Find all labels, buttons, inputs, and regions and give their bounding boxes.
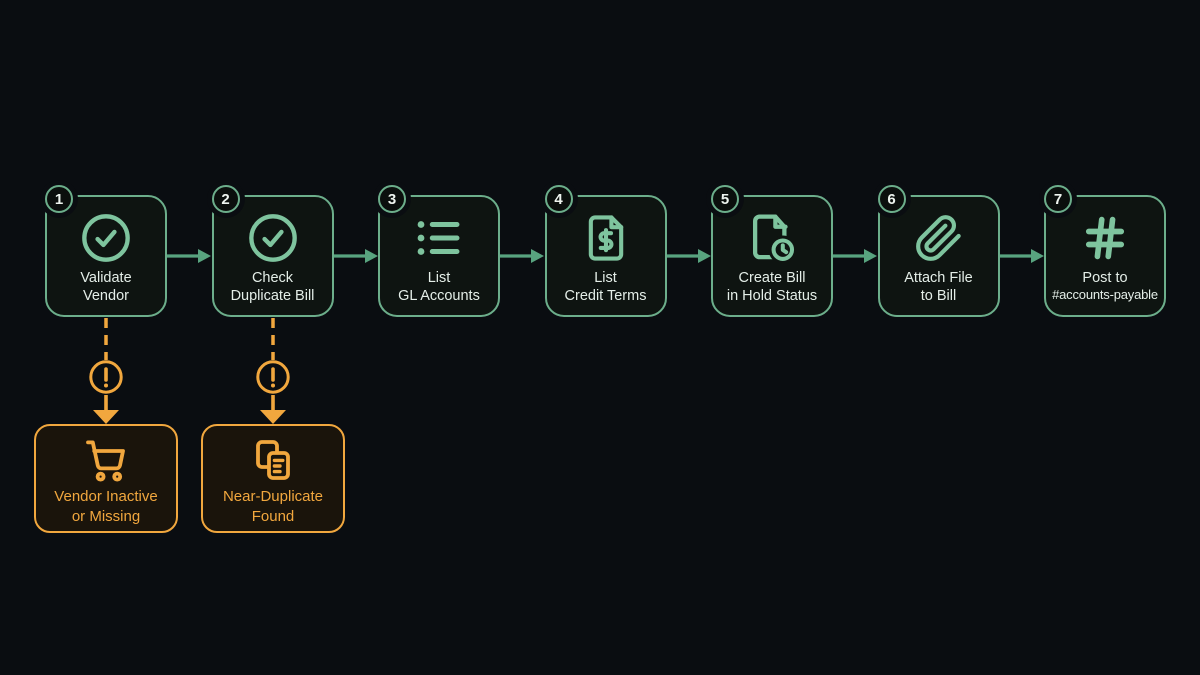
step-label: Attach File to Bill — [904, 270, 973, 305]
step-check-duplicate-bill: 2 Check Duplicate Bill — [211, 185, 334, 317]
file-dollar-icon — [580, 210, 632, 266]
flow-arrow-icon — [500, 195, 545, 317]
step-label: Validate Vendor — [80, 270, 132, 305]
exception-connector-warning-icon — [256, 318, 290, 424]
exception-label: Near-Duplicate Found — [222, 488, 324, 525]
exception-connector-warning-icon — [89, 318, 123, 424]
step-number-badge: 7 — [1044, 185, 1072, 213]
step-list-gl-accounts: 3 List GL Accounts — [378, 185, 500, 317]
list-icon — [412, 210, 466, 266]
step-number-badge: 5 — [711, 185, 739, 213]
step-number-badge: 3 — [378, 185, 406, 213]
hash-icon — [1079, 210, 1131, 266]
exception-near-duplicate: Near-Duplicate Found — [201, 424, 345, 533]
step-validate-vendor: 1 Validate Vendor — [45, 185, 167, 317]
step-number-badge: 4 — [544, 185, 573, 213]
flow-arrow-icon — [833, 195, 878, 317]
workflow-row: 1 Validate Vendor 2 Check Duplicate Bill — [45, 185, 1166, 317]
check-circle-icon — [80, 210, 132, 266]
step-number-badge: 1 — [45, 185, 73, 213]
flow-arrow-icon — [666, 195, 712, 317]
step-label: List GL Accounts — [398, 270, 480, 305]
check-circle-icon — [247, 210, 299, 266]
copy-documents-icon — [249, 435, 297, 485]
step-create-bill-hold-status: 5 Create Bill in Hold Status — [711, 185, 833, 317]
file-clock-icon — [745, 210, 799, 266]
step-label: Post to #accounts-payable — [1052, 270, 1158, 303]
step-number-badge: 2 — [211, 185, 240, 213]
step-number-badge: 6 — [877, 185, 906, 213]
step-list-credit-terms: 4 List Credit Terms — [544, 185, 667, 317]
step-post-to-accounts-payable: 7 Post to #accounts-payable — [1044, 185, 1166, 317]
flow-arrow-icon — [333, 195, 379, 317]
step-label: List Credit Terms — [564, 270, 647, 305]
flow-arrow-icon — [999, 195, 1045, 317]
flow-arrow-icon — [167, 195, 212, 317]
step-label: Check Duplicate Bill — [230, 270, 315, 305]
step-attach-file-to-bill: 6 Attach File to Bill — [877, 185, 1000, 317]
shopping-cart-icon — [82, 435, 130, 485]
exception-vendor-inactive: Vendor Inactive or Missing — [34, 424, 178, 533]
exception-label: Vendor Inactive or Missing — [54, 488, 158, 525]
step-label: Create Bill in Hold Status — [726, 270, 818, 305]
paperclip-icon — [914, 210, 964, 266]
